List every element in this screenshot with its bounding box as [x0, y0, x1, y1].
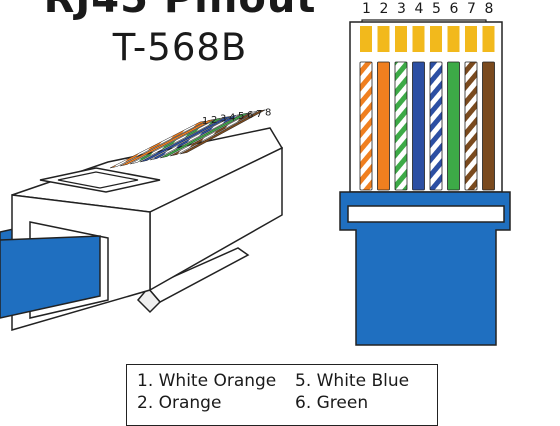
persp-wire-6 [159, 112, 249, 159]
persp-wire-8 [179, 109, 266, 155]
pin-number: 2 [379, 1, 389, 17]
pin-contact [377, 26, 390, 52]
pin-number: 8 [484, 1, 494, 17]
persp-pin-number: 7 [256, 109, 262, 120]
persp-wire-1 [109, 120, 207, 169]
pin-number: 5 [432, 1, 441, 17]
pin-number: 7 [467, 1, 476, 17]
legend-item: 1. White Orange [137, 371, 277, 391]
persp-pin-number: 3 [220, 114, 226, 125]
wire-5 [429, 61, 443, 191]
pin-contact [360, 26, 372, 52]
wire-4 [412, 61, 425, 191]
wire-8 [482, 61, 495, 191]
wire-6 [447, 61, 460, 191]
pin-contact [430, 26, 442, 52]
wire-3 [394, 61, 408, 191]
front-contacts [360, 26, 495, 52]
pin-number: 1 [362, 1, 371, 17]
legend-item: 5. White Blue [295, 371, 410, 391]
persp-wire-2 [119, 119, 215, 167]
diagram-subtitle: T-568B [112, 26, 248, 69]
persp-wire-5 [149, 114, 241, 161]
connector-front-view [339, 19, 511, 346]
perspective-wires [109, 109, 266, 169]
persp-pin-number: 2 [211, 115, 217, 126]
persp-pin-number: 1 [202, 116, 208, 127]
pin-number: 4 [414, 1, 424, 17]
legend-item: 6. Green [295, 393, 369, 413]
persp-wire-7 [169, 111, 258, 157]
diagram-title: RJ45 Pinout [0, 0, 360, 22]
wire-7 [464, 61, 478, 191]
wire-1 [359, 61, 373, 191]
front-wires [359, 61, 495, 191]
legend-item: 2. Orange [137, 393, 222, 413]
persp-pin-number: 5 [238, 111, 244, 122]
persp-pin-number: 4 [229, 112, 235, 123]
pin-contact [412, 26, 425, 52]
pin-number: 6 [449, 1, 459, 17]
pin-contact [465, 26, 477, 52]
persp-pin-number: 8 [265, 108, 271, 119]
color-legend: 1. White Orange 5. White Blue 2. Orange … [126, 364, 438, 426]
pin-contact [447, 26, 460, 52]
pin-contact [482, 26, 495, 52]
wire-2 [377, 61, 390, 191]
persp-pin-number: 6 [247, 110, 253, 121]
pin-number: 3 [397, 1, 406, 17]
cable-right [339, 191, 511, 346]
pin-contact [395, 26, 407, 52]
persp-wire-3 [129, 117, 224, 165]
persp-wire-4 [139, 115, 232, 163]
